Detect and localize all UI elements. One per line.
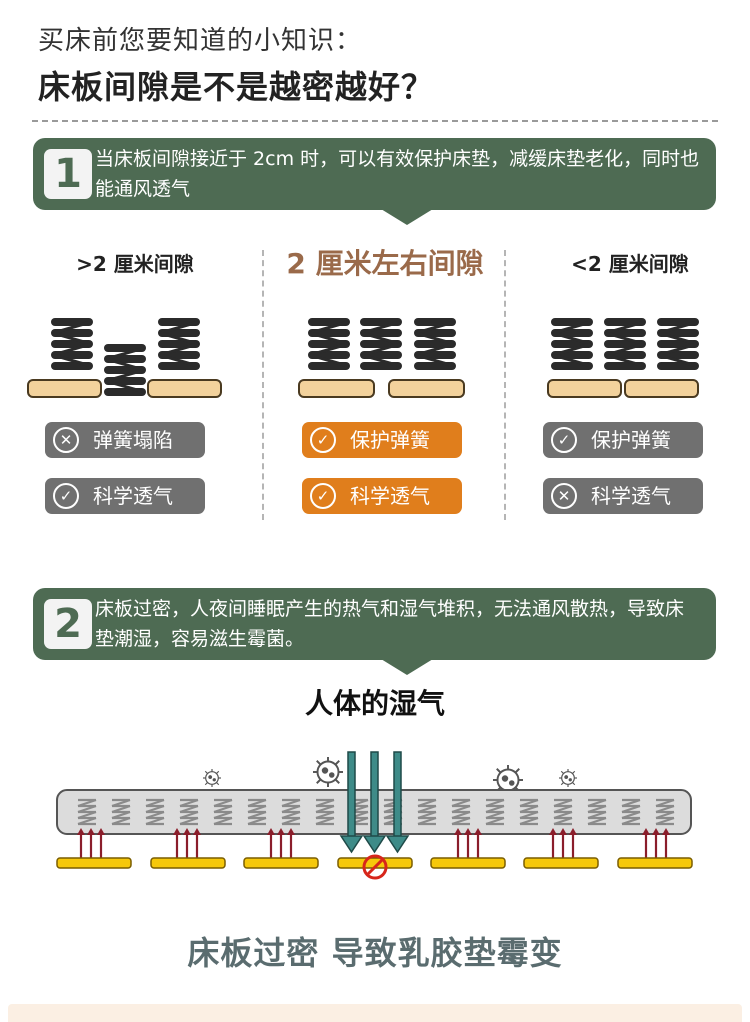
- mold-icon: [202, 768, 222, 788]
- spring-icon: [412, 316, 458, 372]
- bed-slat: [547, 379, 622, 398]
- badge-label: 科学透气: [350, 484, 430, 508]
- badge-label: 科学透气: [591, 484, 671, 508]
- banner-pointer: [381, 659, 433, 675]
- check-circle-icon: ✓: [310, 483, 336, 509]
- tip-number-2: 2: [44, 599, 92, 649]
- mattress-moisture-illustration: [56, 751, 693, 880]
- spring-comparison-illustration: [27, 316, 701, 398]
- check-circle-icon: ✓: [53, 483, 79, 509]
- column-heading-narrow-gap: <2 厘米间隙: [571, 252, 689, 276]
- bed-slat: [298, 379, 375, 398]
- column-divider: [504, 250, 506, 520]
- subtitle: 买床前您要知道的小知识：: [38, 26, 363, 56]
- tip-number-1: 1: [44, 149, 92, 199]
- badge-protect-spring: ✓ 保护弹簧: [543, 422, 703, 458]
- bed-slat: [27, 379, 102, 398]
- bottom-strip: [8, 1004, 742, 1022]
- mold-icon: [558, 768, 578, 788]
- badge-spring-collapse: ✕ 弹簧塌陷: [45, 422, 205, 458]
- divider: [32, 120, 718, 122]
- spring-icon: [156, 316, 202, 372]
- column-divider: [262, 250, 264, 520]
- bed-slat: [624, 379, 699, 398]
- tip-text-2: 床板过密，人夜间睡眠产生的热气和湿气堆积，无法通风散热，导致床垫潮湿，容易滋生霉…: [95, 598, 685, 650]
- badge-label: 科学透气: [93, 484, 173, 508]
- bed-slats: [56, 857, 693, 869]
- mold-icon: [312, 756, 344, 788]
- blocked-icon: [362, 854, 388, 880]
- badge-label: 弹簧塌陷: [93, 428, 173, 452]
- tip-banner-2: 2 床板过密，人夜间睡眠产生的热气和湿气堆积，无法通风散热，导致床垫潮湿，容易滋…: [33, 588, 716, 675]
- tip-banner-1: 1 当床板间隙接近于 2cm 时，可以有效保护床垫，减缓床垫老化，同时也能通风透…: [33, 138, 716, 225]
- column-heading-wide-gap: >2 厘米间隙: [76, 252, 194, 276]
- column-heading-ideal-gap: 2 厘米左右间隙: [286, 247, 484, 280]
- conclusion-text: 床板过密 导致乳胶垫霉变: [187, 934, 563, 972]
- badge-label: 保护弹簧: [591, 428, 671, 452]
- spring-icon: [49, 316, 95, 372]
- spring-icon: [306, 316, 352, 372]
- page-title: 床板间隙是不是越密越好？: [38, 68, 435, 106]
- check-circle-icon: ✓: [551, 427, 577, 453]
- check-circle-icon: ✓: [310, 427, 336, 453]
- badge-ventilation: ✕ 科学透气: [543, 478, 703, 514]
- cross-circle-icon: ✕: [551, 483, 577, 509]
- badge-protect-spring: ✓ 保护弹簧: [302, 422, 462, 458]
- spring-icon: [358, 316, 404, 372]
- spring-icon: [655, 316, 701, 372]
- spring-icon: [102, 342, 148, 398]
- banner-pointer: [381, 209, 433, 225]
- badge-label: 保护弹簧: [350, 428, 430, 452]
- moisture-heading: 人体的湿气: [304, 687, 445, 720]
- body-moisture-arrows: [339, 751, 410, 854]
- spring-icon: [602, 316, 648, 372]
- badge-ventilation: ✓ 科学透气: [45, 478, 205, 514]
- bed-slat: [147, 379, 222, 398]
- spring-icon: [549, 316, 595, 372]
- badge-ventilation: ✓ 科学透气: [302, 478, 462, 514]
- bed-slat: [388, 379, 465, 398]
- cross-circle-icon: ✕: [53, 427, 79, 453]
- tip-text-1: 当床板间隙接近于 2cm 时，可以有效保护床垫，减缓床垫老化，同时也能通风透气: [95, 148, 700, 200]
